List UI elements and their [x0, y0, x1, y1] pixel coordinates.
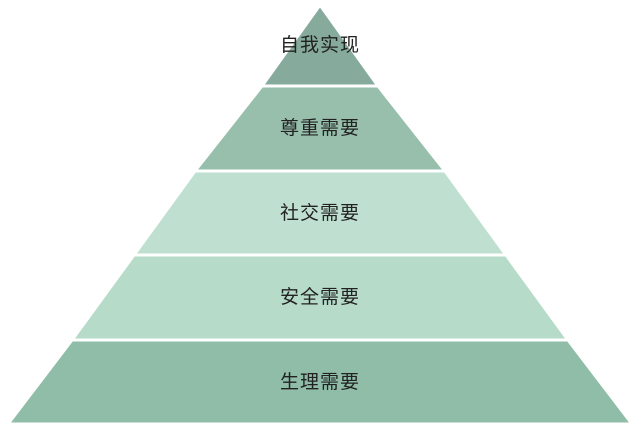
tier-physiological-label: 生理需要 [280, 371, 360, 393]
tier-social-label: 社交需要 [280, 202, 360, 224]
tier-physiological: 生理需要 [4, 338, 636, 426]
tier-social: 社交需要 [131, 169, 509, 257]
tier-self-actualization-label: 自我实现 [280, 34, 360, 56]
tier-esteem-label: 尊重需要 [280, 117, 360, 139]
tier-esteem: 尊重需要 [191, 84, 449, 173]
tier-self-actualization: 自我实现 [259, 2, 381, 88]
tier-physiological-shape [4, 338, 636, 426]
tier-safety-label: 安全需要 [280, 286, 360, 308]
tier-safety: 安全需要 [69, 253, 571, 342]
